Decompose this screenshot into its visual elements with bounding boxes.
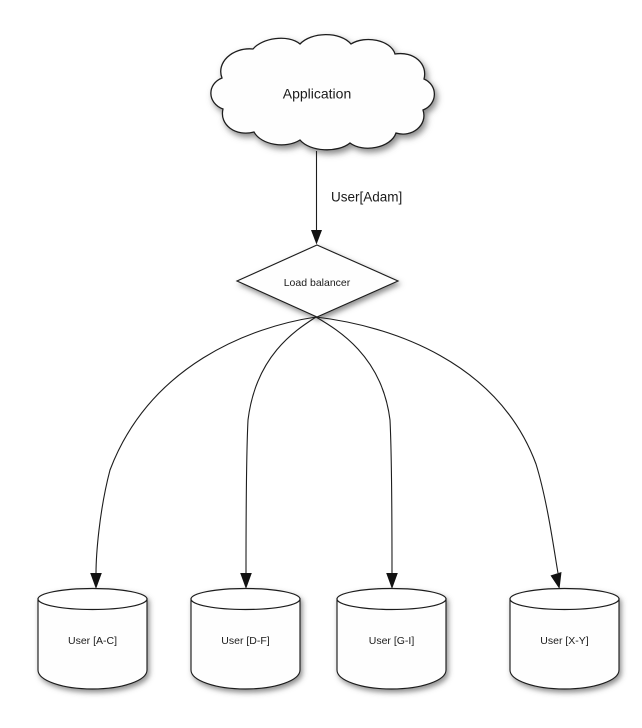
cylinder-body-0: [37, 598, 148, 690]
cylinder-body-1: [190, 598, 301, 690]
edge-application-to-load-balancer: User[Adam]: [311, 151, 402, 245]
edge-curve-db-2: [315, 316, 393, 575]
node-database-3[interactable]: User [X-Y]: [509, 587, 620, 690]
cylinder-body-3: [509, 598, 620, 690]
node-application[interactable]: Application: [210, 33, 436, 151]
database-3-label: User [X-Y]: [540, 635, 589, 647]
node-load-balancer[interactable]: Load balancer: [235, 244, 400, 318]
cylinder-top-2: [336, 587, 447, 611]
edge-curve-db-3: [315, 316, 559, 574]
edge-load-balancer-to-db-2: [315, 316, 398, 589]
edge-arrowhead-db-2: [386, 573, 398, 589]
edge-label-user-adam: User[Adam]: [331, 190, 402, 205]
cylinder-top-3: [509, 587, 620, 611]
edge-curve-db-1: [245, 316, 317, 575]
edge-arrowhead-user-adam: [311, 230, 322, 245]
edge-curve-db-0: [95, 316, 317, 575]
edge-arrowhead-db-0: [90, 573, 102, 589]
load-balancer-label: Load balancer: [284, 277, 351, 289]
database-0-label: User [A-C]: [68, 635, 117, 647]
cylinder-top-0: [37, 587, 148, 611]
cloud-shape: [210, 33, 436, 151]
database-2-label: User [G-I]: [369, 635, 415, 647]
node-database-1[interactable]: User [D-F]: [190, 587, 301, 690]
edge-arrowhead-db-1: [240, 573, 252, 589]
cylinder-top-1: [190, 587, 301, 611]
node-database-0[interactable]: User [A-C]: [37, 587, 148, 690]
edge-load-balancer-to-db-0: [90, 316, 317, 589]
node-database-2[interactable]: User [G-I]: [336, 587, 447, 690]
cylinder-body-2: [336, 598, 447, 690]
application-label: Application: [283, 86, 352, 102]
edge-load-balancer-to-db-1: [240, 316, 317, 589]
database-1-label: User [D-F]: [221, 635, 269, 647]
edge-load-balancer-to-db-3: [315, 316, 562, 589]
edge-arrowhead-db-3: [550, 572, 562, 589]
